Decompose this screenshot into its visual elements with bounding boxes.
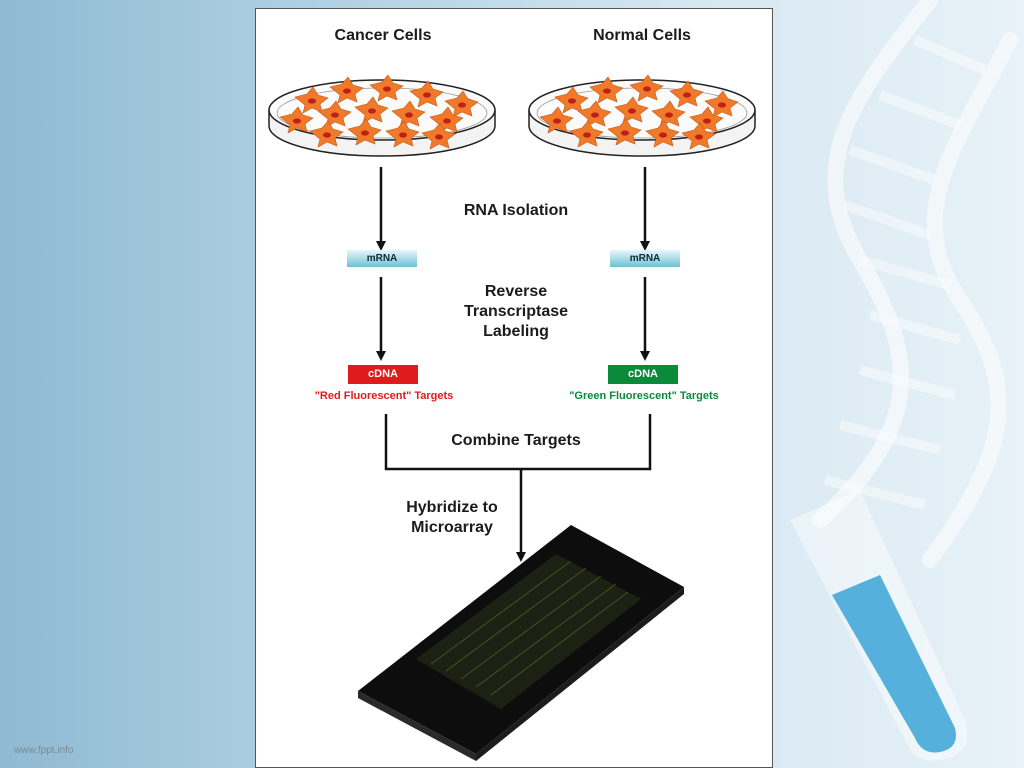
reverse-label-line1: Reverse — [484, 283, 548, 300]
normal-cells-petri-dish — [528, 74, 756, 157]
normal-cells-title: Normal Cells — [593, 27, 691, 44]
mrna-box-left: mRNA — [347, 250, 417, 267]
rna-isolation-label: RNA Isolation — [463, 202, 569, 219]
cancer-cells-title: Cancer Cells — [334, 27, 432, 44]
red-targets-caption: "Red Fluorescent" Targets — [314, 390, 454, 402]
mrna-box-right: mRNA — [610, 250, 680, 267]
hybridize-label-line2: Microarray — [411, 519, 493, 536]
microarray-slide — [358, 525, 684, 761]
test-tube-decoration — [790, 490, 968, 761]
combine-targets-label: Combine Targets — [451, 432, 581, 449]
watermark-text: www.fppt.info — [14, 745, 74, 756]
hybridize-label-line1: Hybridize to — [406, 499, 498, 516]
green-targets-caption: "Green Fluorescent" Targets — [569, 390, 719, 402]
reverse-label-line2: Transcriptase — [463, 303, 569, 320]
combine-connector — [384, 414, 652, 471]
cancer-cells-petri-dish — [268, 74, 496, 157]
cdna-box-green: cDNA — [608, 365, 678, 384]
flow-diagram — [268, 74, 756, 761]
diagram-panel: Cancer Cells Normal Cells RNA Isolation … — [255, 8, 773, 768]
reverse-label-line3: Labeling — [483, 323, 549, 340]
cdna-box-red: cDNA — [348, 365, 418, 384]
